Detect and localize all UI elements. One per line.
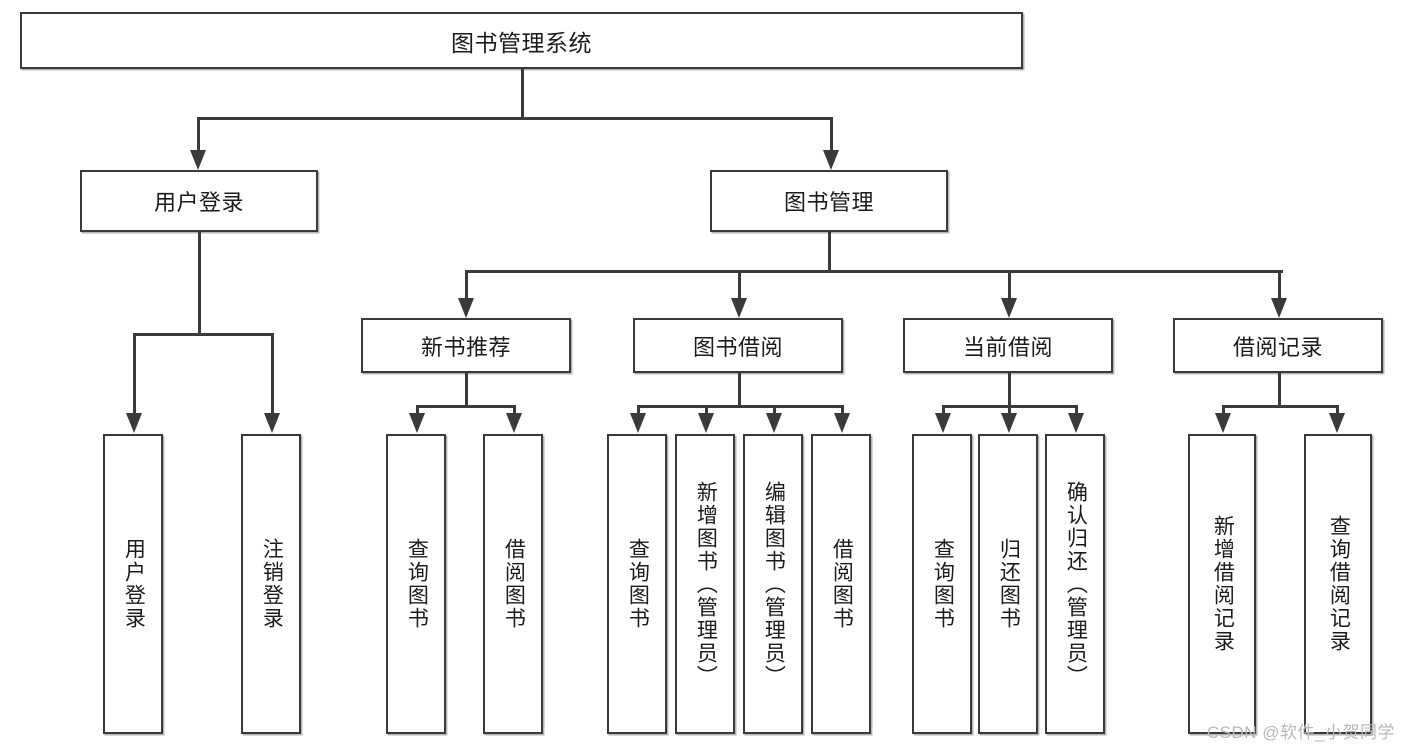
node-label: 图书管理	[783, 190, 874, 215]
leaf-label: 查询借阅记录	[1327, 515, 1351, 653]
leaf-user-login-logout[interactable]: 注销登录	[241, 434, 301, 734]
connector-to-new-book	[465, 270, 468, 300]
connector-book-borrow-leaf-2	[705, 405, 708, 417]
connector-borrow-record-leaf-1	[1222, 405, 1225, 417]
leaf-label: 注销登录	[260, 538, 284, 630]
leaf-label: 编辑图书（管理员）	[762, 480, 786, 688]
connector-to-borrow-record	[1278, 270, 1281, 300]
connector-current-borrow-trunk	[1008, 373, 1011, 405]
arrowhead-new-book	[458, 298, 474, 318]
node-label: 用户登录	[153, 190, 244, 215]
arrowhead-current-borrow	[1001, 298, 1017, 318]
connector-current-borrow-leaf-3	[1075, 405, 1078, 417]
arrowhead-current-borrow-leaf-3	[1068, 413, 1084, 433]
leaf-book-borrow-borrow[interactable]: 借阅图书	[811, 434, 871, 734]
arrowhead-user-login-leaf-2	[264, 413, 280, 433]
node-book-borrow[interactable]: 图书借阅	[633, 318, 843, 373]
arrowhead-book-borrow-leaf-1	[630, 413, 646, 433]
connector-new-book-trunk	[465, 373, 468, 405]
node-current-borrow[interactable]: 当前借阅	[903, 318, 1113, 373]
node-label: 新书推荐	[420, 334, 511, 360]
arrowhead-book-mgmt	[823, 150, 839, 170]
arrowhead-book-borrow-leaf-4	[834, 413, 850, 433]
leaf-borrow-record-query[interactable]: 查询借阅记录	[1304, 434, 1372, 734]
node-label: 图书管理系统	[451, 29, 592, 56]
connector-book-borrow-leaf-1	[637, 405, 640, 417]
connector-user-login-bus	[133, 333, 272, 336]
connector-to-current-borrow	[1008, 270, 1011, 300]
leaf-book-borrow-query[interactable]: 查询图书	[607, 434, 667, 734]
connector-root-trunk	[521, 69, 524, 117]
connector-borrow-record-trunk	[1278, 373, 1281, 405]
node-label: 借阅记录	[1232, 334, 1323, 360]
connector-new-book-leaf-2	[513, 405, 516, 417]
leaf-label: 借阅图书	[830, 538, 854, 630]
connector-new-book-leaf-1	[416, 405, 419, 417]
leaf-label: 查询图书	[931, 538, 955, 630]
connector-user-login-leaf-2	[271, 333, 274, 415]
leaf-label: 确认归还（管理员）	[1064, 480, 1088, 688]
connector-book-borrow-leaf-3	[773, 405, 776, 417]
node-user-login[interactable]: 用户登录	[80, 170, 318, 232]
leaf-label: 借阅图书	[502, 538, 526, 630]
arrowhead-current-borrow-leaf-1	[935, 413, 951, 433]
connector-root-bus	[197, 117, 833, 120]
leaf-label: 用户登录	[122, 538, 146, 630]
arrowhead-user-login	[190, 150, 206, 170]
arrowhead-user-login-leaf-1	[126, 413, 142, 433]
leaf-label: 查询图书	[626, 538, 650, 630]
node-label: 当前借阅	[962, 334, 1053, 360]
connector-borrow-record-bus	[1222, 405, 1338, 408]
leaf-label: 新增借阅记录	[1211, 515, 1235, 653]
arrowhead-book-borrow-leaf-2	[698, 413, 714, 433]
connector-new-book-bus	[416, 405, 514, 408]
leaf-new-book-borrow[interactable]: 借阅图书	[483, 434, 543, 734]
leaf-label: 查询图书	[405, 538, 429, 630]
arrowhead-borrow-record-leaf-1	[1215, 413, 1231, 433]
connector-book-mgmt-bus	[465, 270, 1283, 273]
leaf-current-borrow-query[interactable]: 查询图书	[912, 434, 972, 734]
connector-to-user-login	[197, 117, 200, 152]
leaf-user-login-login[interactable]: 用户登录	[103, 434, 163, 734]
connector-to-book-borrow	[738, 270, 741, 300]
node-book-management[interactable]: 图书管理	[710, 170, 948, 232]
connector-book-borrow-bus	[637, 405, 842, 408]
leaf-label: 归还图书	[997, 538, 1021, 630]
connector-book-borrow-trunk	[738, 373, 741, 405]
leaf-book-borrow-add[interactable]: 新增图书（管理员）	[675, 434, 735, 734]
connector-current-borrow-leaf-2	[1008, 405, 1011, 417]
arrowhead-book-borrow	[731, 298, 747, 318]
connector-borrow-record-leaf-2	[1336, 405, 1339, 417]
arrowhead-current-borrow-leaf-2	[1001, 413, 1017, 433]
connector-current-borrow-leaf-1	[942, 405, 945, 417]
node-root-system[interactable]: 图书管理系统	[20, 12, 1023, 69]
leaf-borrow-record-add[interactable]: 新增借阅记录	[1188, 434, 1256, 734]
leaf-book-borrow-edit[interactable]: 编辑图书（管理员）	[743, 434, 803, 734]
node-new-book-recommend[interactable]: 新书推荐	[361, 318, 571, 373]
arrowhead-borrow-record-leaf-2	[1329, 413, 1345, 433]
leaf-current-borrow-return[interactable]: 归还图书	[978, 434, 1038, 734]
leaf-current-borrow-confirm[interactable]: 确认归还（管理员）	[1045, 434, 1105, 734]
node-label: 图书借阅	[692, 334, 783, 360]
arrowhead-new-book-leaf-2	[506, 413, 522, 433]
connector-user-login-leaf-1	[133, 333, 136, 415]
connector-book-borrow-leaf-4	[841, 405, 844, 417]
connector-user-login-trunk	[198, 232, 201, 333]
leaf-new-book-query[interactable]: 查询图书	[386, 434, 446, 734]
connector-to-book-mgmt	[830, 117, 833, 152]
arrowhead-borrow-record	[1271, 298, 1287, 318]
connector-book-mgmt-trunk	[828, 232, 831, 270]
leaf-label: 新增图书（管理员）	[694, 480, 718, 688]
node-borrow-record[interactable]: 借阅记录	[1173, 318, 1383, 373]
arrowhead-new-book-leaf-1	[409, 413, 425, 433]
arrowhead-book-borrow-leaf-3	[766, 413, 782, 433]
